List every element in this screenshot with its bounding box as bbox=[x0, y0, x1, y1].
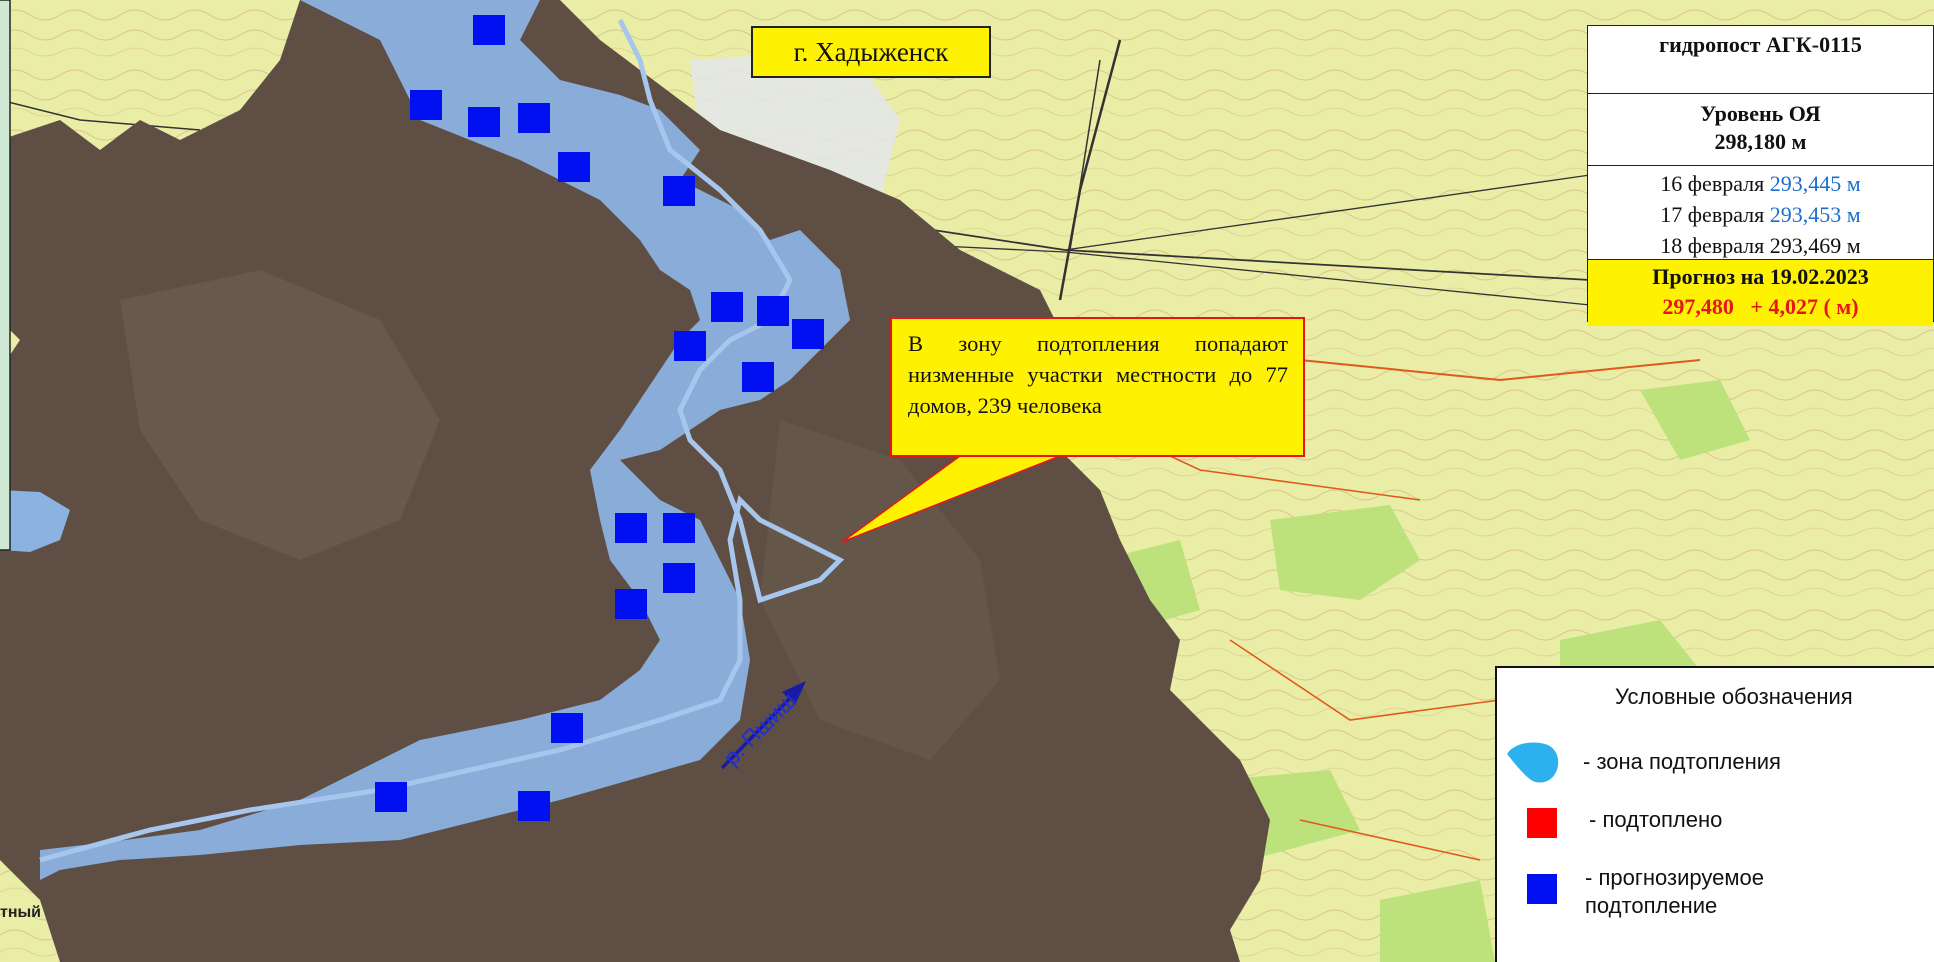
terrain-shading-2 bbox=[760, 420, 1000, 760]
observation-row: 18 февраля 293,469 м bbox=[1588, 230, 1933, 261]
forecast-marker bbox=[375, 782, 407, 812]
observation-row: 17 февраля 293,453 м bbox=[1588, 199, 1933, 230]
observations-cell: 16 февраля 293,445 м 17 февраля 293,453 … bbox=[1588, 166, 1933, 260]
forecast-marker bbox=[663, 563, 695, 593]
flood-zone-area bbox=[40, 0, 850, 880]
level-value: 298,180 м bbox=[1714, 129, 1807, 154]
forecast-marker bbox=[518, 103, 550, 133]
forecast-values: 297,480 + 4,027 ( м) bbox=[1588, 292, 1933, 322]
forecast-label: Прогноз на 19.02.2023 bbox=[1652, 264, 1869, 289]
flood-zone-swatch-icon bbox=[1507, 742, 1559, 783]
corner-label-fragment: тный bbox=[0, 904, 41, 921]
forecast-delta: + 4,027 ( м) bbox=[1750, 294, 1859, 319]
legend-title: Условные обозначения bbox=[1615, 684, 1853, 709]
forecast-marker bbox=[711, 292, 743, 322]
observation-date: 16 февраля bbox=[1660, 171, 1765, 196]
observation-value: 293,453 м bbox=[1769, 202, 1861, 227]
forecast-marker bbox=[410, 90, 442, 120]
map-legend: Условные обозначения - зона подтопления … bbox=[1495, 666, 1934, 962]
observation-value: 293,469 м bbox=[1769, 233, 1861, 258]
forecast-marker bbox=[558, 152, 590, 182]
observation-row: 16 февраля 293,445 м bbox=[1588, 168, 1933, 199]
legend-label-flooded: - подтоплено bbox=[1589, 807, 1723, 832]
callout-box bbox=[890, 317, 1305, 457]
forecast-marker bbox=[757, 296, 789, 326]
river-line bbox=[39, 18, 845, 863]
observation-date: 18 февраля bbox=[1660, 233, 1765, 258]
legend-label-flood-zone: - зона подтопления bbox=[1583, 749, 1781, 774]
forecast-flooding-swatch-icon bbox=[1527, 874, 1557, 904]
observation-value: 293,445 м bbox=[1769, 171, 1861, 196]
forecast-marker bbox=[551, 713, 583, 743]
terrain-shading bbox=[120, 270, 440, 560]
forecast-marker bbox=[663, 176, 695, 206]
forecast-marker bbox=[518, 791, 550, 821]
gauge-info-table: гидропост АГК-0115 Уровень ОЯ 298,180 м … bbox=[1587, 25, 1934, 326]
forecast-marker bbox=[615, 589, 647, 619]
forecast-markers bbox=[375, 15, 824, 821]
city-label: г. Хадыженск bbox=[751, 26, 991, 78]
callout-text: В зону подтопления попадают низменные уч… bbox=[908, 331, 1288, 418]
level-label: Уровень ОЯ bbox=[1700, 101, 1821, 126]
forecast-cell: Прогноз на 19.02.2023 297,480 + 4,027 ( … bbox=[1588, 260, 1933, 326]
left-panel-fragment bbox=[0, 0, 11, 551]
observation-date: 17 февраля bbox=[1660, 202, 1765, 227]
forecast-marker bbox=[468, 107, 500, 137]
river-arrow bbox=[720, 688, 800, 770]
river-arrow-head bbox=[782, 681, 806, 705]
forecast-marker bbox=[742, 362, 774, 392]
flood-zone-west-lobe bbox=[0, 490, 70, 552]
forecast-value: 297,480 bbox=[1662, 294, 1734, 319]
legend-label-forecast: - прогнозируемое подтопление bbox=[1585, 865, 1764, 918]
forecast-marker bbox=[674, 331, 706, 361]
forecast-marker bbox=[663, 513, 695, 543]
flooded-swatch-icon bbox=[1527, 808, 1557, 838]
forecast-marker bbox=[473, 15, 505, 45]
gauge-title: гидропост АГК-0115 bbox=[1588, 26, 1933, 94]
forecast-marker bbox=[615, 513, 647, 543]
gauge-level-cell: Уровень ОЯ 298,180 м bbox=[1588, 94, 1933, 166]
forecast-marker bbox=[792, 319, 824, 349]
